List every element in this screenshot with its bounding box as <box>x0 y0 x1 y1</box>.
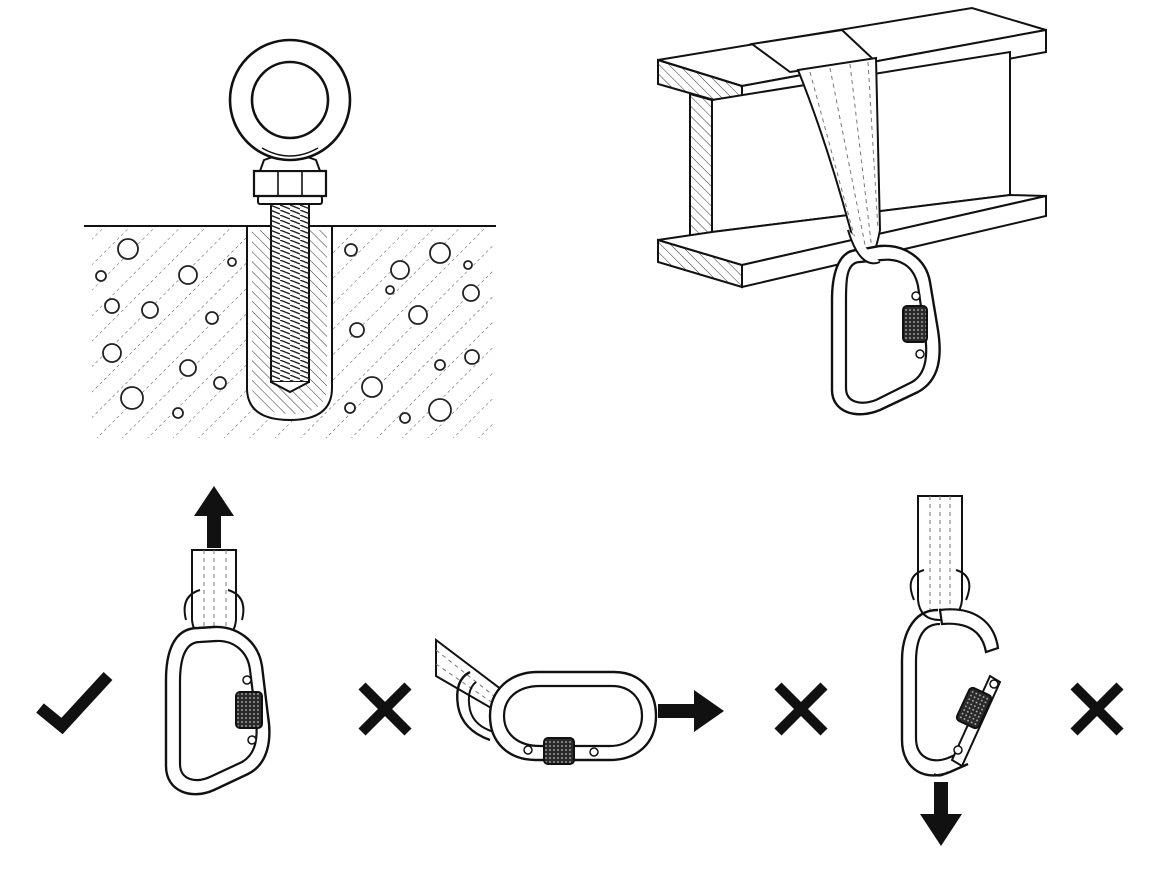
open-gate-sling <box>917 495 963 622</box>
check-mark-icon <box>36 671 113 735</box>
cross-load-carabiner-lock-sleeve <box>543 737 575 765</box>
hex-nut <box>252 169 328 198</box>
open-gate-carabiner <box>900 608 1002 777</box>
cross-load-carabiner <box>456 670 658 765</box>
sling-on-steel-beam-panel <box>657 6 1047 416</box>
beam-carabiner-lock-sleeve <box>902 305 928 343</box>
rod-threads <box>271 200 309 382</box>
cross-mark-icon <box>774 682 828 736</box>
inline-axial-load-case <box>36 486 271 796</box>
inline-carabiner <box>164 625 271 796</box>
open-gate-lock-sleeve <box>955 686 993 730</box>
load-arrow-down <box>920 782 962 846</box>
inline-carabiner-lock-sleeve <box>235 691 263 729</box>
horizontal-cross-load-case <box>358 637 724 765</box>
beam-web-front <box>689 92 713 240</box>
cross-mark-icon <box>1070 682 1124 736</box>
rod-tip <box>270 381 310 394</box>
washer <box>257 195 323 205</box>
load-arrow-up <box>194 486 234 548</box>
beam-carabiner <box>830 244 941 416</box>
eye-bolt-in-concrete-panel <box>84 38 496 438</box>
load-arrow-right <box>658 690 724 732</box>
open-gate-load-case <box>774 495 1124 846</box>
eye-ring-inner <box>250 60 330 140</box>
beam-bottom-flange-side <box>741 194 1047 289</box>
concrete-aggregate <box>95 238 480 424</box>
cross-mark-icon <box>358 682 412 736</box>
